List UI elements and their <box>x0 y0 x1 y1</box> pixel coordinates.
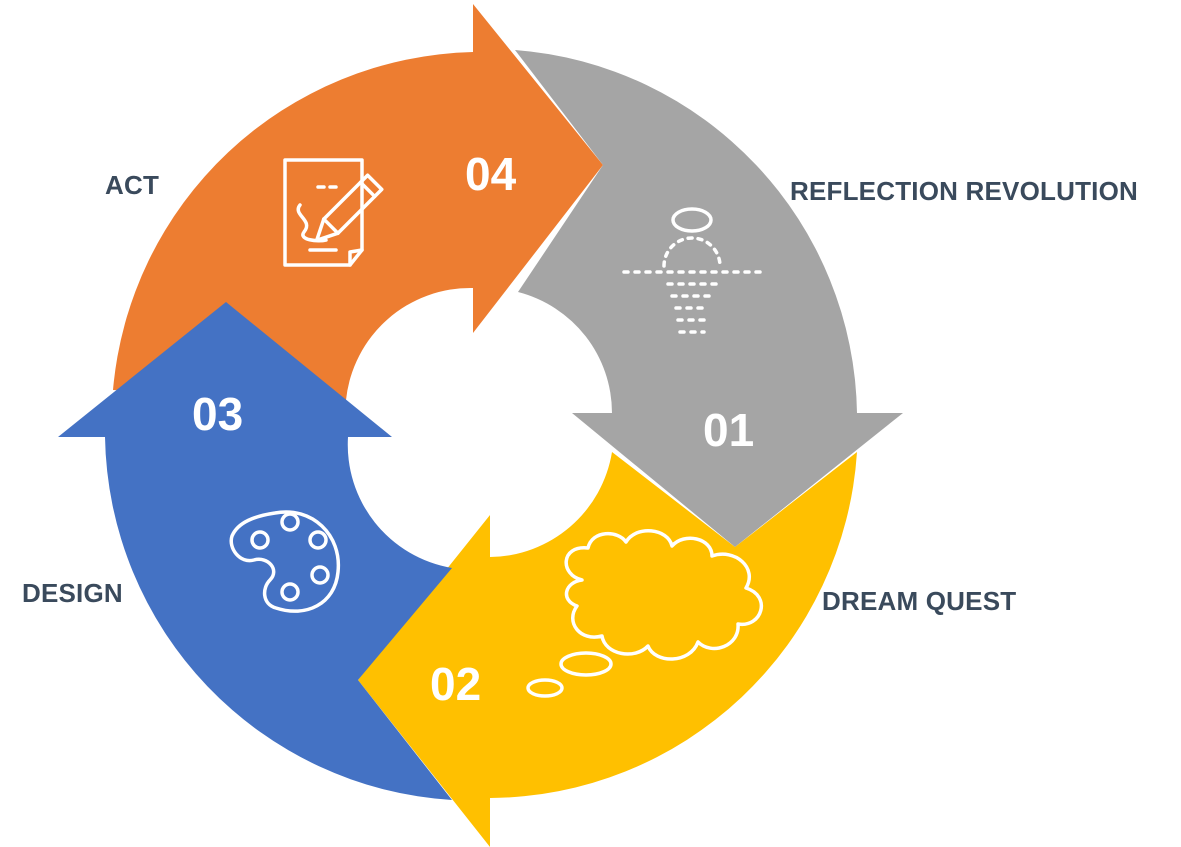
stage-number-01: 01 <box>703 404 754 456</box>
stage-label-dream-quest: DREAM QUEST <box>822 586 1017 616</box>
thought-cloud-icon <box>526 529 764 698</box>
palette-icon <box>229 510 341 613</box>
document-pencil-icon <box>283 158 384 267</box>
stage-label-act: ACT <box>105 170 160 200</box>
dream-quest-arrow <box>358 452 857 847</box>
design-arrow <box>58 302 452 800</box>
stage-number-04: 04 <box>465 148 517 200</box>
act-arrow <box>113 4 603 400</box>
stage-number-02: 02 <box>430 658 481 710</box>
reflection-revolution-arrow <box>515 50 903 547</box>
stage-label-design: DESIGN <box>22 578 123 608</box>
stage-number-03: 03 <box>192 388 243 440</box>
stage-label-reflection-revolution: REFLECTION REVOLUTION <box>790 176 1138 206</box>
meditation-icon <box>622 207 766 334</box>
